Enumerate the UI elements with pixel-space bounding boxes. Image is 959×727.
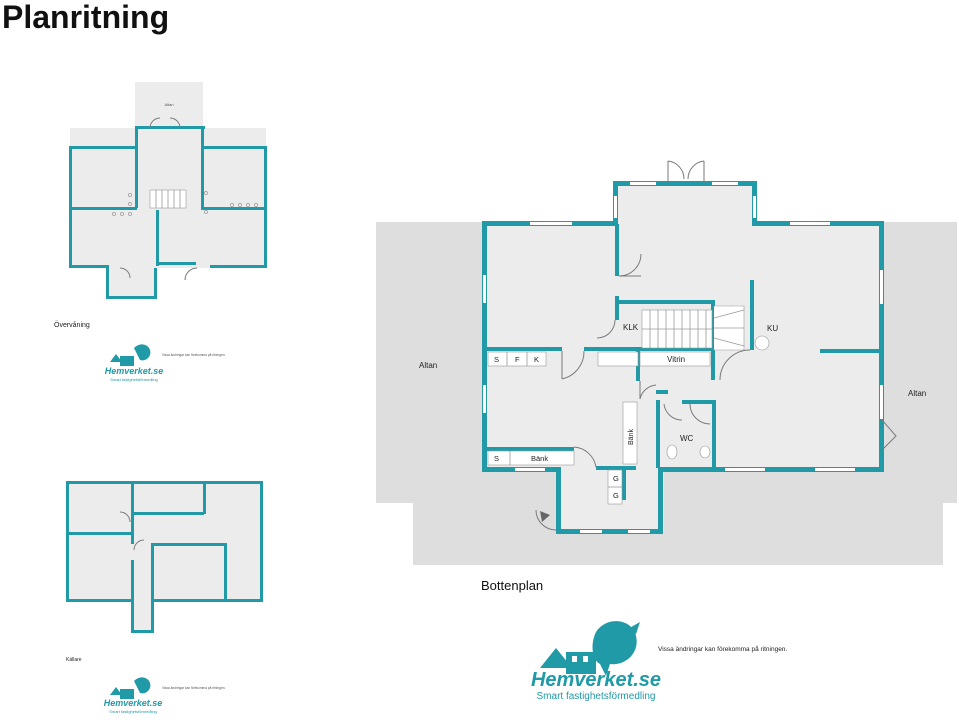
kitchen-counter [487, 351, 711, 505]
label-vitrin: Vitrin [667, 355, 685, 364]
logo-small-upper-name: Hemverket.se [105, 366, 164, 376]
label-terrace-left: Altan [419, 361, 437, 370]
basement-area [67, 482, 262, 602]
ground-disclaimer: Vissa ändringar kan förekomma på ritning… [658, 645, 787, 653]
label-terrace-right: Altan [908, 389, 926, 398]
label-s1: S [494, 355, 499, 364]
logo-small-basement: Hemverket.se Smart fastighetsförmedling … [104, 677, 225, 714]
upper-balcony-label: Altan [164, 102, 173, 107]
logo-small-basement-name: Hemverket.se [104, 698, 163, 708]
logo-large: Hemverket.se Smart fastighetsförmedling … [531, 621, 787, 702]
ground-stairs [641, 305, 770, 351]
basement-stair [131, 600, 153, 632]
page-title: Planritning [2, 0, 170, 35]
basement-disclaimer: Vissa ändringar kan förekomma på ritning… [162, 686, 225, 690]
logo-large-tagline: Smart fastighetsförmedling [537, 691, 656, 702]
label-bank-top: Bänk [531, 454, 548, 463]
basement-plan: Källare Hemverket.se Smart fastighetsför… [66, 481, 263, 714]
ground-floor-plan: Altan Altan KLK KU Vitrin WC S F K S Bän… [376, 160, 957, 702]
upper-stairs [149, 189, 187, 209]
logo-small-upper-tagline: Smart fastighetsförmedling [110, 377, 158, 382]
logo-small-basement-tagline: Smart fastighetsförmedling [109, 709, 157, 714]
label-g2: G [613, 491, 619, 500]
upper-floor-plan: Altan [54, 82, 267, 382]
upper-floor-caption: Övervåning [54, 321, 90, 329]
ground-floor-caption: Bottenplan [481, 578, 543, 593]
logo-small-upper: Hemverket.se Smart fastighetsförmedling … [105, 344, 225, 382]
upper-balcony [135, 82, 203, 128]
label-bank-vertical: Bänk [628, 429, 635, 445]
label-g1: G [613, 474, 619, 483]
upper-disclaimer: Vissa ändringar kan förekomma på ritning… [162, 353, 225, 357]
label-s2: S [494, 454, 499, 463]
label-klk: KLK [623, 323, 639, 332]
ground-bay [615, 183, 755, 224]
label-wc: WC [680, 434, 694, 443]
label-f: F [515, 355, 520, 364]
basement-caption: Källare [66, 657, 82, 663]
label-ku: KU [767, 324, 778, 333]
upper-stair-landing [108, 268, 156, 298]
ground-terrace [376, 222, 957, 565]
logo-large-name: Hemverket.se [531, 669, 661, 691]
label-k: K [534, 355, 539, 364]
